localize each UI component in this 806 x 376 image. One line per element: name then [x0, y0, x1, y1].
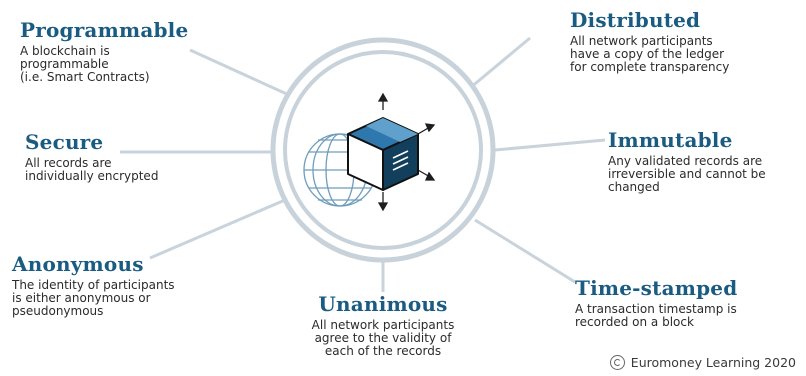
copyright-credit: Euromoney Learning 2020: [609, 355, 796, 370]
feature-title: Programmable: [20, 18, 189, 42]
arrows-icon: [377, 92, 436, 212]
feature-description: A transaction timestamp is recorded on a…: [575, 302, 737, 329]
connector-timestamped: [474, 218, 576, 284]
feature-description: Any validated records are irreversible a…: [608, 154, 766, 194]
feature-description: All network participants agree to the va…: [311, 318, 455, 358]
feature-description: A blockchain is programmable (i.e. Smart…: [20, 44, 150, 84]
feature-secure: Secure All records are individually encr…: [25, 130, 158, 183]
feature-programmable: Programmable A blockchain is programmabl…: [20, 18, 188, 84]
feature-distributed: Distributed All network participants hav…: [570, 8, 729, 74]
connector-distributed: [469, 36, 531, 90]
feature-title: Immutable: [608, 128, 733, 152]
feature-immutable: Immutable Any validated records are irre…: [608, 128, 766, 194]
feature-title: Distributed: [570, 8, 701, 32]
feature-description: The identity of participants is either a…: [12, 278, 175, 318]
block-cube-icon: [347, 117, 419, 191]
feature-description: All network participants have a copy of …: [570, 34, 730, 74]
connector-immutable: [494, 138, 606, 152]
copyright-icon: [609, 355, 625, 370]
feature-timestamped: Time-stamped A transaction timestamp is …: [575, 276, 737, 329]
credit-text: Euromoney Learning 2020: [630, 355, 796, 370]
connector-programmable: [189, 48, 301, 102]
feature-title: Anonymous: [12, 252, 144, 276]
feature-title: Unanimous: [318, 292, 448, 316]
feature-unanimous: Unanimous All network participants agree…: [283, 292, 483, 358]
feature-title: Time-stamped: [575, 276, 738, 300]
feature-anonymous: Anonymous The identity of participants i…: [12, 252, 175, 318]
feature-title: Secure: [25, 130, 104, 154]
connector-anonymous: [149, 198, 286, 260]
feature-description: All records are individually encrypted: [25, 156, 159, 183]
